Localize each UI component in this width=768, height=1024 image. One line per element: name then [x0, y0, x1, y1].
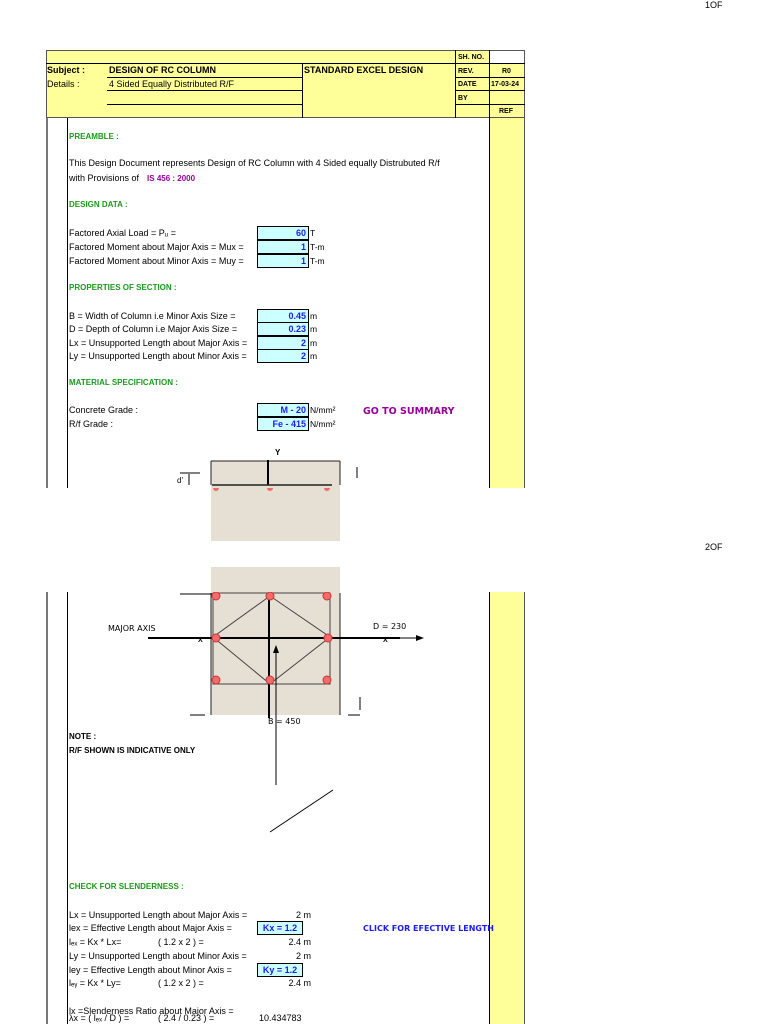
slenderness-row-value: 2 m [295, 910, 311, 920]
design_data-unit: T [310, 228, 316, 238]
design_data-unit: T-m [310, 256, 325, 266]
section-label: Lx = Unsupported Length about Major Axis… [69, 338, 248, 348]
material-label: R/f Grade : [69, 419, 114, 429]
effective-length-link[interactable]: CLICK FOR EFECTIVE LENGTH [363, 924, 494, 933]
design_data-input[interactable]: 1 [257, 240, 309, 254]
section-label: Ly = Unsupported Length about Minor Axis… [69, 351, 247, 361]
section-input[interactable]: 0.23 [257, 322, 309, 336]
d-prime-label: d' [177, 476, 183, 485]
design_data-input[interactable]: 1 [257, 254, 309, 268]
preamble-title: PREAMBLE : [69, 132, 119, 141]
y-axis-label: Y [275, 448, 281, 457]
design-data-title: DESIGN DATA : [69, 200, 128, 209]
note-title: NOTE : [69, 732, 97, 741]
section-label: B = Width of Column i.e Minor Axis Size … [69, 311, 236, 321]
page-number-2: 2OF [705, 542, 723, 552]
slenderness-row-calc: ( 1.2 x 2 ) = [158, 937, 204, 947]
date-value: 17-03-24 [491, 81, 520, 88]
rev-label: REV. [458, 68, 474, 75]
d-dimension: D = 230 [373, 622, 407, 631]
slenderness-row-label: lex = Effective Length about Major Axis … [69, 923, 232, 933]
rev-value: R0 [502, 68, 511, 75]
k-factor-input[interactable]: Kx = 1.2 [257, 921, 303, 935]
material-title: MATERIAL SPECIFICATION : [69, 378, 178, 387]
slenderness-row-value: 2.4 m [288, 978, 311, 988]
subject-label: Subject : [47, 65, 86, 75]
details-value: 4 Sided Equally Distributed R/F [109, 79, 235, 89]
material-unit: N/mm² [310, 405, 336, 415]
preamble-line2: with Provisions of IS 456 : 2000 [69, 173, 195, 183]
slenderness-row-label: Lx = Unsupported Length about Major Axis… [69, 910, 248, 920]
slenderness-row-label: ley = Effective Length about Minor Axis … [69, 965, 232, 975]
subject-value: DESIGN OF RC COLUMN [109, 65, 216, 75]
preamble-line2-text: with Provisions of [69, 173, 140, 183]
slenderness-row-value: 2.4 m [288, 937, 311, 947]
slenderness-row-calc: ( 1.2 x 2 ) = [158, 978, 204, 988]
material-input[interactable]: Fe - 415 [257, 417, 309, 431]
section-input[interactable]: 0.45 [257, 309, 309, 323]
slenderness-row-label: Ly = Unsupported Length about Minor Axis… [69, 951, 247, 961]
section-unit: m [310, 324, 318, 334]
x-axis-label-left: X [198, 637, 203, 644]
title-block [46, 50, 525, 118]
slenderness-ratio-calc: ( 2.4 / 0.23 ) = [158, 1013, 215, 1023]
major-axis-label: MAJOR AXIS [108, 624, 156, 633]
details-label: Details : [47, 79, 80, 89]
slenderness-ratio-calc-label: λx = ( lₑₓ / D ) = [69, 1013, 130, 1023]
slenderness-title: CHECK FOR SLENDERNESS : [69, 882, 184, 891]
slenderness-ratio-value: 10.434783 [259, 1013, 302, 1023]
rebar [211, 591, 333, 685]
sh-no-label: SH. NO. [458, 54, 485, 61]
b-dimension: B = 450 [268, 717, 301, 726]
section-title: PROPERTIES OF SECTION : [69, 283, 177, 292]
go-to-summary-link[interactable]: GO TO SUMMARY [363, 406, 455, 417]
concrete-image-part [211, 488, 340, 592]
slenderness-row-value: 2 m [295, 951, 311, 961]
note-text: R/F SHOWN IS INDICATIVE ONLY [69, 746, 196, 755]
code-reference: IS 456 : 2000 [147, 174, 196, 183]
page-number-1: 1OF [705, 0, 723, 10]
standard-label: STANDARD EXCEL DESIGN [304, 65, 424, 75]
slenderness-ratio-label: lx =Slenderness Ratio about Major Axis = [69, 1006, 234, 1016]
design_data-label: Factored Moment about Minor Axis = Muy = [69, 256, 244, 266]
material-unit: N/mm² [310, 419, 336, 429]
material-label: Concrete Grade : [69, 405, 139, 415]
slenderness-row-label: lₑₓ = Kx * Lx= [69, 937, 122, 947]
k-factor-input[interactable]: Ky = 1.2 [257, 963, 303, 977]
date-label: DATE [458, 81, 477, 88]
material-input[interactable]: M - 20 [257, 403, 309, 417]
by-label: BY [458, 95, 468, 102]
ref-label: REF [499, 108, 513, 115]
design_data-input[interactable]: 60 [257, 226, 309, 240]
slenderness-row-label: lₑᵧ = Kx * Ly= [69, 978, 121, 988]
section-unit: m [310, 338, 318, 348]
section-input[interactable]: 2 [257, 336, 309, 350]
design_data-label: Factored Moment about Major Axis = Mux = [69, 242, 244, 252]
x-axis-label-right: X [383, 637, 388, 644]
preamble-line1: This Design Document represents Design o… [69, 158, 440, 168]
section-unit: m [310, 311, 318, 321]
section-unit: m [310, 351, 318, 361]
section-label: D = Depth of Column i.e Major Axis Size … [69, 324, 238, 334]
design_data-label: Factored Axial Load = Pᵤ = [69, 228, 177, 238]
page-break-gap [0, 488, 768, 592]
design_data-unit: T-m [310, 242, 325, 252]
section-input[interactable]: 2 [257, 349, 309, 363]
